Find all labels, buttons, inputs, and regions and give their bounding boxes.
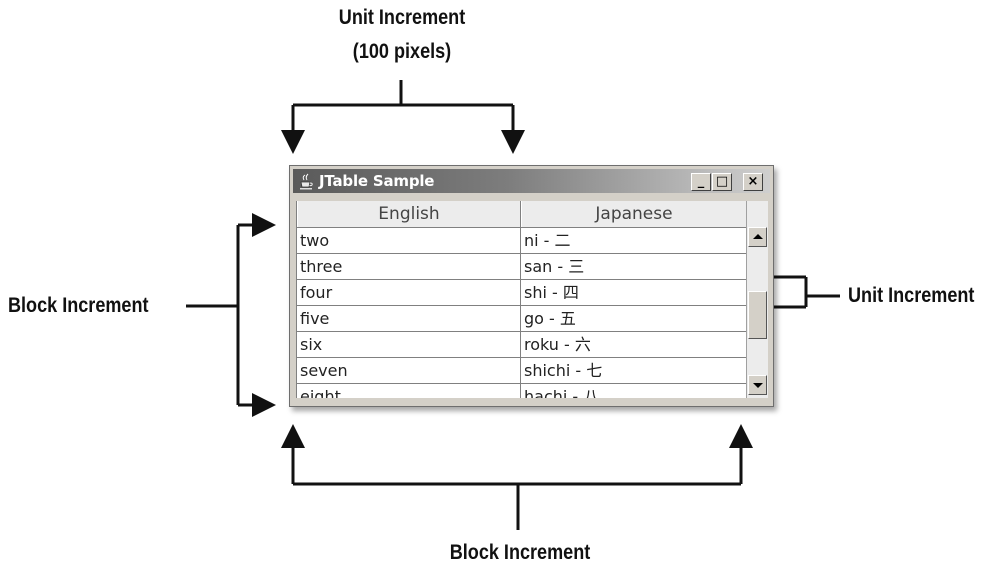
scroll-down-arrow-icon	[753, 383, 763, 388]
jtable-window: JTable Sample _ □ × English Japanese two…	[289, 165, 774, 407]
scroll-down-button[interactable]	[748, 375, 767, 395]
scroll-up-button[interactable]	[748, 227, 767, 247]
cell-japanese[interactable]: shichi - 七	[521, 358, 747, 383]
cell-japanese[interactable]: go - 五	[521, 306, 747, 331]
cell-english[interactable]: five	[297, 306, 521, 331]
minimize-icon[interactable]: _	[691, 173, 711, 191]
scroll-up-arrow-icon	[753, 234, 763, 239]
bottom-callout: Block Increment	[449, 541, 591, 564]
top-unit-bracket	[291, 80, 515, 142]
cell-japanese[interactable]: san - 三	[521, 254, 747, 279]
maximize-icon[interactable]: □	[712, 173, 732, 191]
scroll-thumb[interactable]	[748, 291, 767, 339]
table-header: English Japanese	[297, 201, 747, 228]
bottom-block-bracket	[293, 482, 741, 530]
column-header-english[interactable]: English	[297, 201, 521, 227]
cell-japanese[interactable]: shi - 四	[521, 280, 747, 305]
title-bar[interactable]: JTable Sample _ □ ×	[293, 169, 770, 193]
cell-english[interactable]: seven	[297, 358, 521, 383]
cell-english[interactable]: two	[297, 228, 521, 253]
left-block-bracket	[186, 225, 240, 405]
right-callout: Unit Increment	[848, 284, 975, 307]
cell-japanese[interactable]: hachi - 八	[521, 384, 747, 398]
top-callout-line2: (100 pixels)	[352, 40, 452, 63]
top-callout-line1: Unit Increment	[338, 6, 466, 29]
cell-english[interactable]: six	[297, 332, 521, 357]
cell-english[interactable]: eight	[297, 384, 521, 398]
left-callout: Block Increment	[8, 294, 149, 317]
cell-japanese[interactable]: roku - 六	[521, 332, 747, 357]
cell-japanese[interactable]: ni - 二	[521, 228, 747, 253]
java-cup-icon	[300, 173, 313, 190]
cell-english[interactable]: four	[297, 280, 521, 305]
close-icon[interactable]: ×	[743, 173, 763, 191]
vertical-scrollbar[interactable]	[746, 201, 768, 398]
right-unit-bracket	[804, 277, 840, 307]
cell-english[interactable]: three	[297, 254, 521, 279]
window-title: JTable Sample	[319, 172, 435, 190]
column-header-japanese[interactable]: Japanese	[521, 201, 747, 227]
